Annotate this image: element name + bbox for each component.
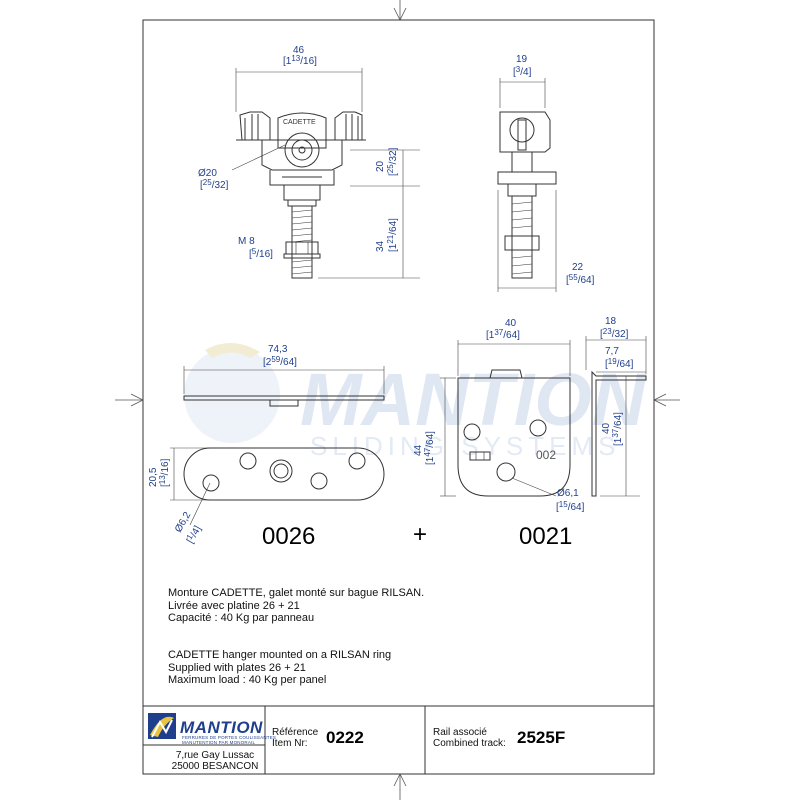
front-height-dim-inch: [25/32] bbox=[386, 147, 399, 176]
plate-0021-side-offset-dim: 7,7 bbox=[605, 346, 619, 357]
plate-0021-engraving: 002 bbox=[536, 448, 556, 462]
part-number-0026: 0026 bbox=[262, 523, 315, 550]
side-base-dim-inch: [55/64] bbox=[566, 273, 595, 286]
description-fr-line: Livrée avec platine 26 + 21 bbox=[168, 599, 300, 612]
reference-label-en: Item Nr: bbox=[272, 738, 308, 749]
front-rod-length-dim-inch: [121/64] bbox=[386, 218, 399, 252]
reference-label: Référence Item Nr: bbox=[272, 727, 318, 749]
plate-0026-length-dim: 74,3 bbox=[268, 344, 288, 355]
front-thread-dim-inch: [5/16] bbox=[249, 247, 273, 260]
plate-0026-height-dim: 20,5 bbox=[148, 467, 159, 487]
plate-0021-height-dim-inch: [147/64] bbox=[423, 431, 436, 465]
description-en-line: CADETTE hanger mounted on a RILSAN ring bbox=[168, 649, 392, 661]
plate-0021-hole-dim: Ø6,1 bbox=[557, 488, 579, 499]
plate-0021-hole-dim-inch: [15/64] bbox=[556, 500, 585, 513]
front-width-dim-inch: [113/16] bbox=[283, 54, 317, 67]
plate-0021-width-dim: 40 bbox=[505, 318, 517, 329]
company-address: 7,rue Gay Lussac 25000 BESANCON bbox=[170, 750, 260, 772]
company-logo-subtitle: FERRURES DE PORTES COULISSANTES MANUTENT… bbox=[182, 735, 276, 745]
front-height-dim: 20 bbox=[375, 160, 386, 172]
plate-0021-dim-lines bbox=[440, 340, 571, 497]
front-engraving: CADETTE bbox=[283, 119, 316, 126]
plate-0021-side-height-dim-inch: [137/64] bbox=[611, 412, 624, 446]
side-dim-lines bbox=[497, 78, 557, 292]
plate-0026-length-dim-inch: [259/64] bbox=[263, 355, 297, 368]
address-line-1: 7,rue Gay Lussac bbox=[175, 750, 255, 761]
title-block-frame bbox=[143, 705, 654, 774]
plate-0021-height-dim: 44 bbox=[413, 444, 424, 456]
rail-label-en: Combined track: bbox=[433, 738, 506, 749]
plate-0021-side-height-dim: 40 bbox=[601, 422, 612, 434]
logo-sub-line-1: FERRURES DE PORTES COULISSANTES bbox=[182, 735, 277, 740]
description-en: CADETTE hanger mounted on a RILSAN ring … bbox=[168, 649, 391, 687]
plate-0021-width-dim-inch: [137/64] bbox=[486, 328, 520, 341]
front-view bbox=[236, 111, 366, 279]
rail-label: Rail associé Combined track: bbox=[433, 727, 506, 749]
description-en-line: Supplied with plates 26 + 21 bbox=[168, 661, 306, 674]
front-wheel-diameter-inch: [25/32] bbox=[200, 178, 229, 191]
plate-0026-height-dim-inch: [13/16] bbox=[158, 458, 171, 487]
sheet-border bbox=[142, 19, 655, 775]
side-base-dim: 22 bbox=[572, 262, 584, 273]
watermark-sub: SLIDING SYSTEMS bbox=[310, 431, 621, 461]
company-logo-text: MANTION bbox=[180, 718, 263, 737]
plate-0026-edge-view bbox=[183, 395, 385, 407]
front-wheel-diameter: Ø20 bbox=[198, 168, 217, 179]
plate-0021-side-depth-dim: 18 bbox=[605, 316, 617, 327]
plate-0021-side-offset-dim-inch: [19/64] bbox=[605, 357, 634, 370]
rail-label-fr: Rail associé bbox=[433, 727, 487, 738]
plate-0021-side-dim-lines bbox=[585, 336, 647, 497]
description-en-line: Maximum load : 40 Kg per panel bbox=[168, 674, 327, 686]
plate-0026-face-view bbox=[183, 447, 385, 501]
address-line-2: 25000 BESANCON bbox=[171, 761, 259, 772]
watermark: MANTION SLIDING SYSTEMS bbox=[184, 342, 647, 461]
logo-icon bbox=[148, 713, 176, 739]
description-fr: Monture CADETTE, galet monté sur bague R… bbox=[168, 587, 424, 625]
plate-0021-side-view bbox=[591, 370, 647, 497]
front-width-dim: 46 bbox=[293, 45, 305, 56]
plate-0026-hole-dim-inch: [1/4] bbox=[183, 523, 204, 546]
side-width-dim: 19 bbox=[516, 54, 528, 65]
front-thread-dim: M 8 bbox=[238, 236, 255, 247]
description-fr-line: Capacité : 40 Kg par panneau bbox=[168, 612, 315, 624]
front-rod-length-dim: 34 bbox=[375, 240, 386, 252]
rail-number: 2525F bbox=[517, 728, 566, 747]
reference-label-fr: Référence bbox=[272, 727, 319, 738]
part-number-0021: 0021 bbox=[519, 523, 572, 550]
logo-sub-line-2: MANUTENTION PAR MONORAIL bbox=[182, 740, 256, 745]
side-view bbox=[497, 111, 557, 279]
centering-marks bbox=[115, 0, 680, 800]
description-fr-line: Monture CADETTE, galet monté sur bague R… bbox=[168, 587, 425, 599]
plate-0021-side-depth-dim-inch: [23/32] bbox=[600, 327, 629, 340]
reference-number: 0222 bbox=[326, 728, 364, 747]
side-width-dim-inch: [3/4] bbox=[513, 65, 532, 78]
plate-0021-face-view bbox=[457, 369, 571, 497]
plus-sign: + bbox=[413, 521, 427, 548]
front-dim-lines bbox=[231, 68, 420, 279]
